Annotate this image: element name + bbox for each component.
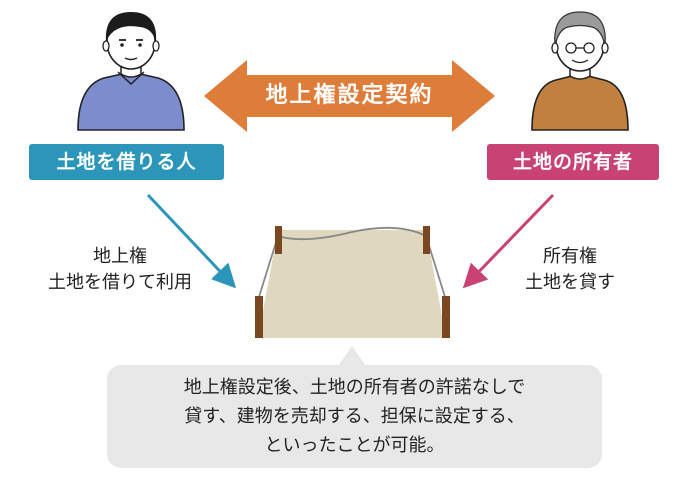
borrower-person-icon: [77, 12, 185, 131]
note-line-1: 地上権設定後、土地の所有者の許諾なしで: [183, 377, 526, 398]
note-line-3: といったことが可能。: [264, 435, 445, 456]
note-line-2: 貸す、建物を売却する、担保に設定する、: [184, 406, 525, 427]
borrower-arrow: [146, 193, 237, 289]
borrower-right-text: 地上権 土地を借りて利用: [30, 244, 210, 296]
note-bubble: [107, 346, 602, 468]
contract-double-arrow: [204, 60, 495, 132]
borrower-right-title: 地上権: [93, 246, 147, 267]
owner-right-desc: 土地を貸す: [525, 272, 615, 293]
land-plot-illustration: [255, 226, 450, 338]
borrower-right-desc: 土地を借りて利用: [48, 272, 192, 293]
note-text: 地上権設定後、土地の所有者の許諾なしで 貸す、建物を売却する、担保に設定する、 …: [107, 373, 602, 460]
owner-right-text: 所有権 土地を貸す: [495, 244, 645, 296]
owner-person-icon: [531, 11, 629, 131]
contract-label: 地上権設定契約: [265, 83, 434, 108]
borrower-label: 土地を借りる人: [29, 144, 224, 180]
owner-arrow: [462, 193, 555, 289]
owner-label: 土地の所有者: [487, 144, 659, 180]
owner-right-title: 所有権: [543, 246, 597, 267]
